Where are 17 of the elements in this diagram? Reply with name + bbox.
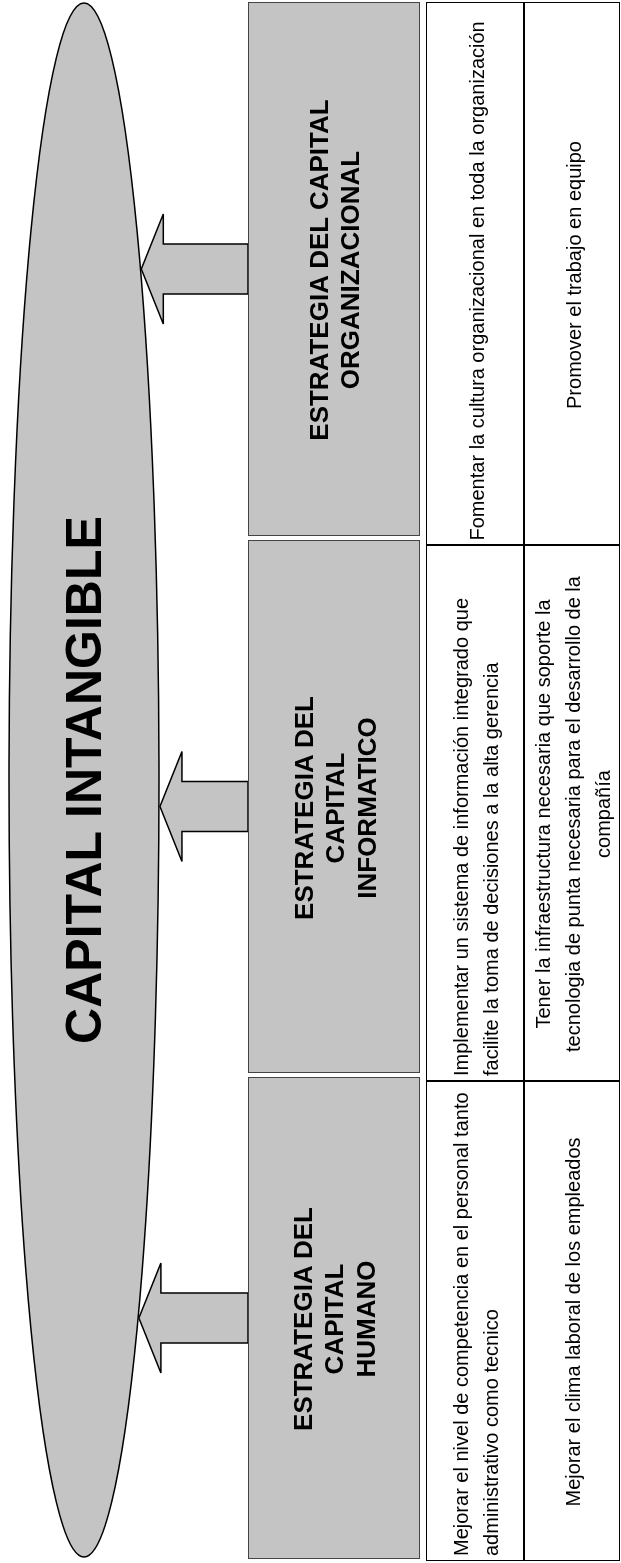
strategy-box (248, 1077, 420, 1559)
cell-text: Fomentar la cultura organizacional en toda la organización (464, 19, 489, 540)
title-text: CAPITAL INTANGIBLE (55, 516, 113, 1044)
block-arrow (159, 750, 249, 863)
cell-text: Tener la infraestructura necesaria que soporte la tecnologia de punta necesaria para el desarrollo de la compañía (531, 575, 615, 1054)
strategy-box (248, 540, 420, 1073)
strategy-title: ESTRATEGIA DEL CAPITAL INFORMATICO (288, 694, 382, 922)
cell-text: Mejorar el clima laboral de los empleados (561, 1136, 585, 1509)
strategy-title: ESTRATEGIA DEL CAPITAL HUMANO (288, 1206, 382, 1433)
cell-text: Mejorar el nivel de competencia en el personal tanto administrativo como tecnico (449, 1091, 503, 1556)
block-arrow (138, 1262, 249, 1374)
ellipse-shape (8, 2, 160, 1558)
strategy-box (248, 2, 420, 536)
cell-text: Implementar un sistema de información integrado que facilite la toma de decisiones a la alta gerencia (449, 596, 503, 1076)
strategy-title: ESTRATEGIA DEL CAPITAL ORGANIZACIONAL (303, 98, 366, 443)
cell-text: Promover el trabajo en equipo (561, 139, 586, 411)
block-arrow (140, 213, 249, 325)
